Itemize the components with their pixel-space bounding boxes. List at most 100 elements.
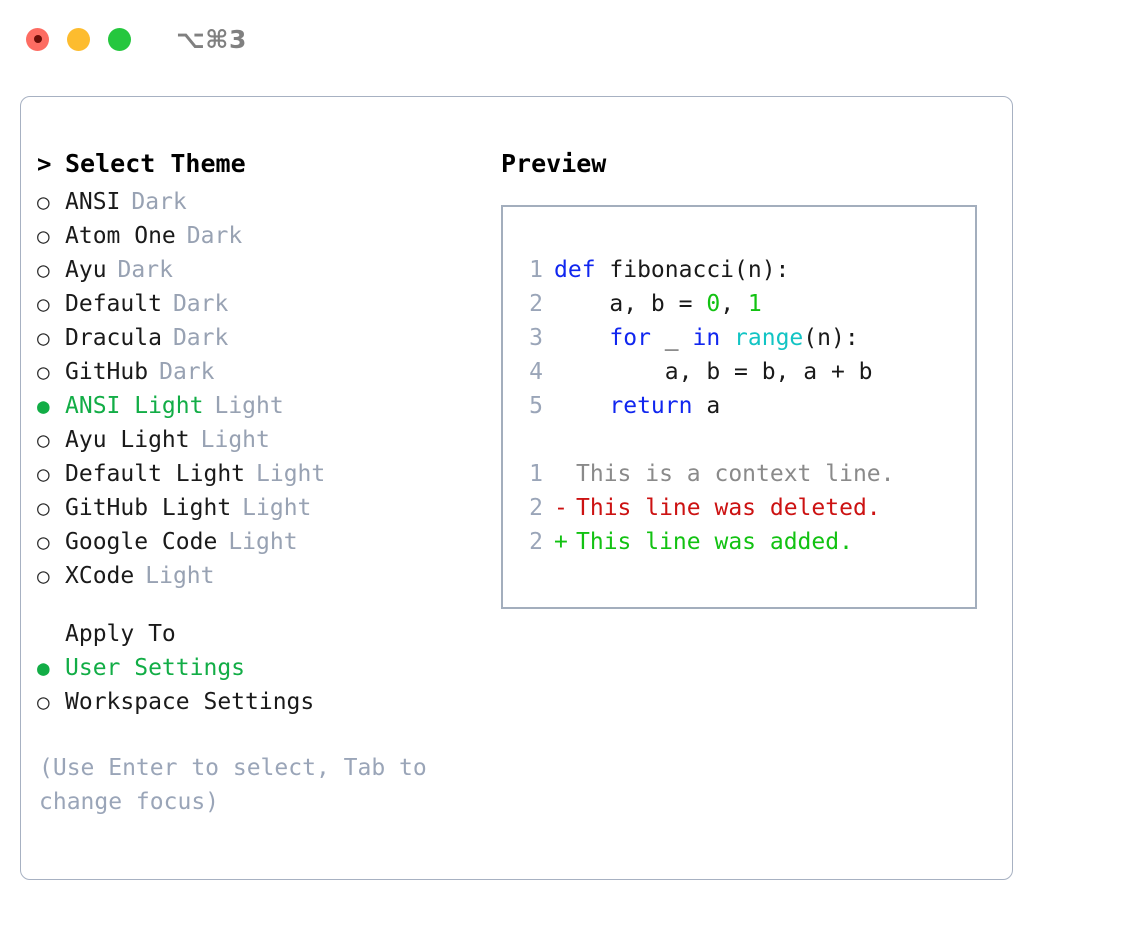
theme-variant-badge: Light	[214, 393, 284, 419]
code-token-call: range	[734, 325, 804, 351]
code-line: 5 return a	[517, 389, 969, 423]
close-button[interactable]	[26, 27, 49, 51]
theme-name: Ayu Light	[65, 427, 190, 453]
radio-unselected-icon: ○	[37, 360, 50, 384]
theme-list-item[interactable]: ○ Default Light Light	[37, 457, 497, 491]
theme-name: Dracula	[65, 325, 162, 351]
theme-variant-badge: Light	[242, 495, 312, 521]
diff-spacer	[517, 423, 969, 457]
apply-to-list-item[interactable]: ○ Workspace Settings	[37, 685, 497, 719]
maximize-button[interactable]	[108, 27, 131, 51]
diff-sign-marker: +	[554, 529, 568, 555]
code-token-plain: ,	[720, 291, 748, 317]
code-token-plain: _	[650, 325, 693, 351]
radio-unselected-icon: ○	[37, 190, 50, 214]
code-token-plain: a	[692, 393, 721, 419]
code-line-number: 1	[529, 257, 543, 283]
theme-name: Default	[65, 291, 162, 317]
theme-list-item[interactable]: ○ ANSI Dark	[37, 185, 497, 219]
prompt-caret-icon: >	[37, 150, 52, 178]
theme-name: XCode	[65, 563, 135, 589]
theme-list-item[interactable]: ○ XCode Light	[37, 559, 497, 593]
code-line-text: return a	[554, 389, 720, 423]
code-token-plain: (n):	[803, 325, 859, 351]
code-token-num: 1	[747, 291, 762, 317]
diff-line-text: This is a context line.	[576, 461, 895, 487]
code-token-plain	[554, 393, 609, 419]
code-token-kw: def	[554, 257, 610, 283]
radio-selected-icon: ●	[37, 656, 50, 680]
window-titlebar: ⌥⌘3	[0, 0, 1140, 78]
code-line: 2 a, b = 0, 1	[517, 287, 969, 321]
theme-name: Default Light	[65, 461, 246, 487]
keyboard-hint-line-2: change focus)	[39, 789, 220, 815]
minimize-button[interactable]	[67, 27, 90, 51]
diff-line-number: 2	[529, 529, 543, 555]
keyboard-hint-line-1: (Use Enter to select, Tab to	[39, 755, 427, 781]
radio-unselected-icon: ○	[37, 564, 50, 588]
theme-variant-badge: Light	[256, 461, 326, 487]
theme-name: Atom One	[65, 223, 176, 249]
theme-name: Google Code	[65, 529, 218, 555]
radio-unselected-icon: ○	[37, 530, 50, 554]
diff-line-text: This line was deleted.	[576, 495, 881, 521]
preview-heading: Preview	[501, 149, 607, 178]
theme-name: ANSI	[65, 189, 121, 215]
code-token-kw: return	[609, 393, 693, 419]
select-theme-heading-label: Select Theme	[65, 149, 246, 178]
apply-to-list-item[interactable]: ● User Settings	[37, 651, 497, 685]
diff-line-deleted: 2-This line was deleted.	[517, 491, 969, 525]
apply-to-label: Workspace Settings	[65, 689, 315, 715]
keyboard-shortcut-badge: ⌥⌘3	[176, 24, 247, 54]
code-line-number: 2	[529, 291, 543, 317]
code-line-number: 4	[529, 359, 543, 385]
radio-unselected-icon: ○	[37, 224, 50, 248]
theme-name: ANSI Light	[65, 393, 204, 419]
code-token-num: 0	[706, 291, 721, 317]
theme-variant-badge: Dark	[117, 257, 173, 283]
select-theme-heading: > Select Theme	[37, 145, 497, 183]
radio-unselected-icon: ○	[37, 690, 50, 714]
theme-variant-badge: Light	[200, 427, 270, 453]
diff-sign-marker: -	[554, 495, 568, 521]
apply-to-heading: ○ Apply To	[37, 617, 497, 651]
window-controls	[26, 27, 131, 51]
theme-name: Ayu	[65, 257, 107, 283]
theme-list-item[interactable]: ○ Google Code Light	[37, 525, 497, 559]
radio-unselected-icon: ○	[37, 292, 50, 316]
theme-variant-badge: Dark	[172, 325, 229, 351]
apply-to-label: User Settings	[65, 655, 246, 681]
theme-list-item[interactable]: ○ Ayu Dark	[37, 253, 497, 287]
section-spacer	[37, 593, 497, 617]
theme-variant-badge: Light	[228, 529, 298, 555]
theme-variant-badge: Light	[145, 563, 215, 589]
code-token-kw: for	[609, 325, 651, 351]
diff-line-number: 1	[529, 461, 543, 487]
code-line-text: for _ in range(n):	[554, 321, 859, 355]
diff-line-text: This line was added.	[576, 529, 853, 555]
apply-to-marker-placeholder: ○	[37, 617, 65, 651]
radio-unselected-icon: ○	[37, 258, 50, 282]
code-line-text: a, b = 0, 1	[554, 287, 762, 321]
theme-variant-badge: Dark	[131, 189, 187, 215]
theme-name: GitHub Light	[65, 495, 232, 521]
diff-sample-lines: 1 This is a context line. 2-This line was…	[517, 457, 969, 559]
diff-sign-marker	[554, 457, 576, 491]
radio-unselected-icon: ○	[37, 462, 50, 486]
theme-variant-badge: Dark	[159, 359, 215, 385]
apply-to-heading-label: Apply To	[65, 621, 176, 647]
